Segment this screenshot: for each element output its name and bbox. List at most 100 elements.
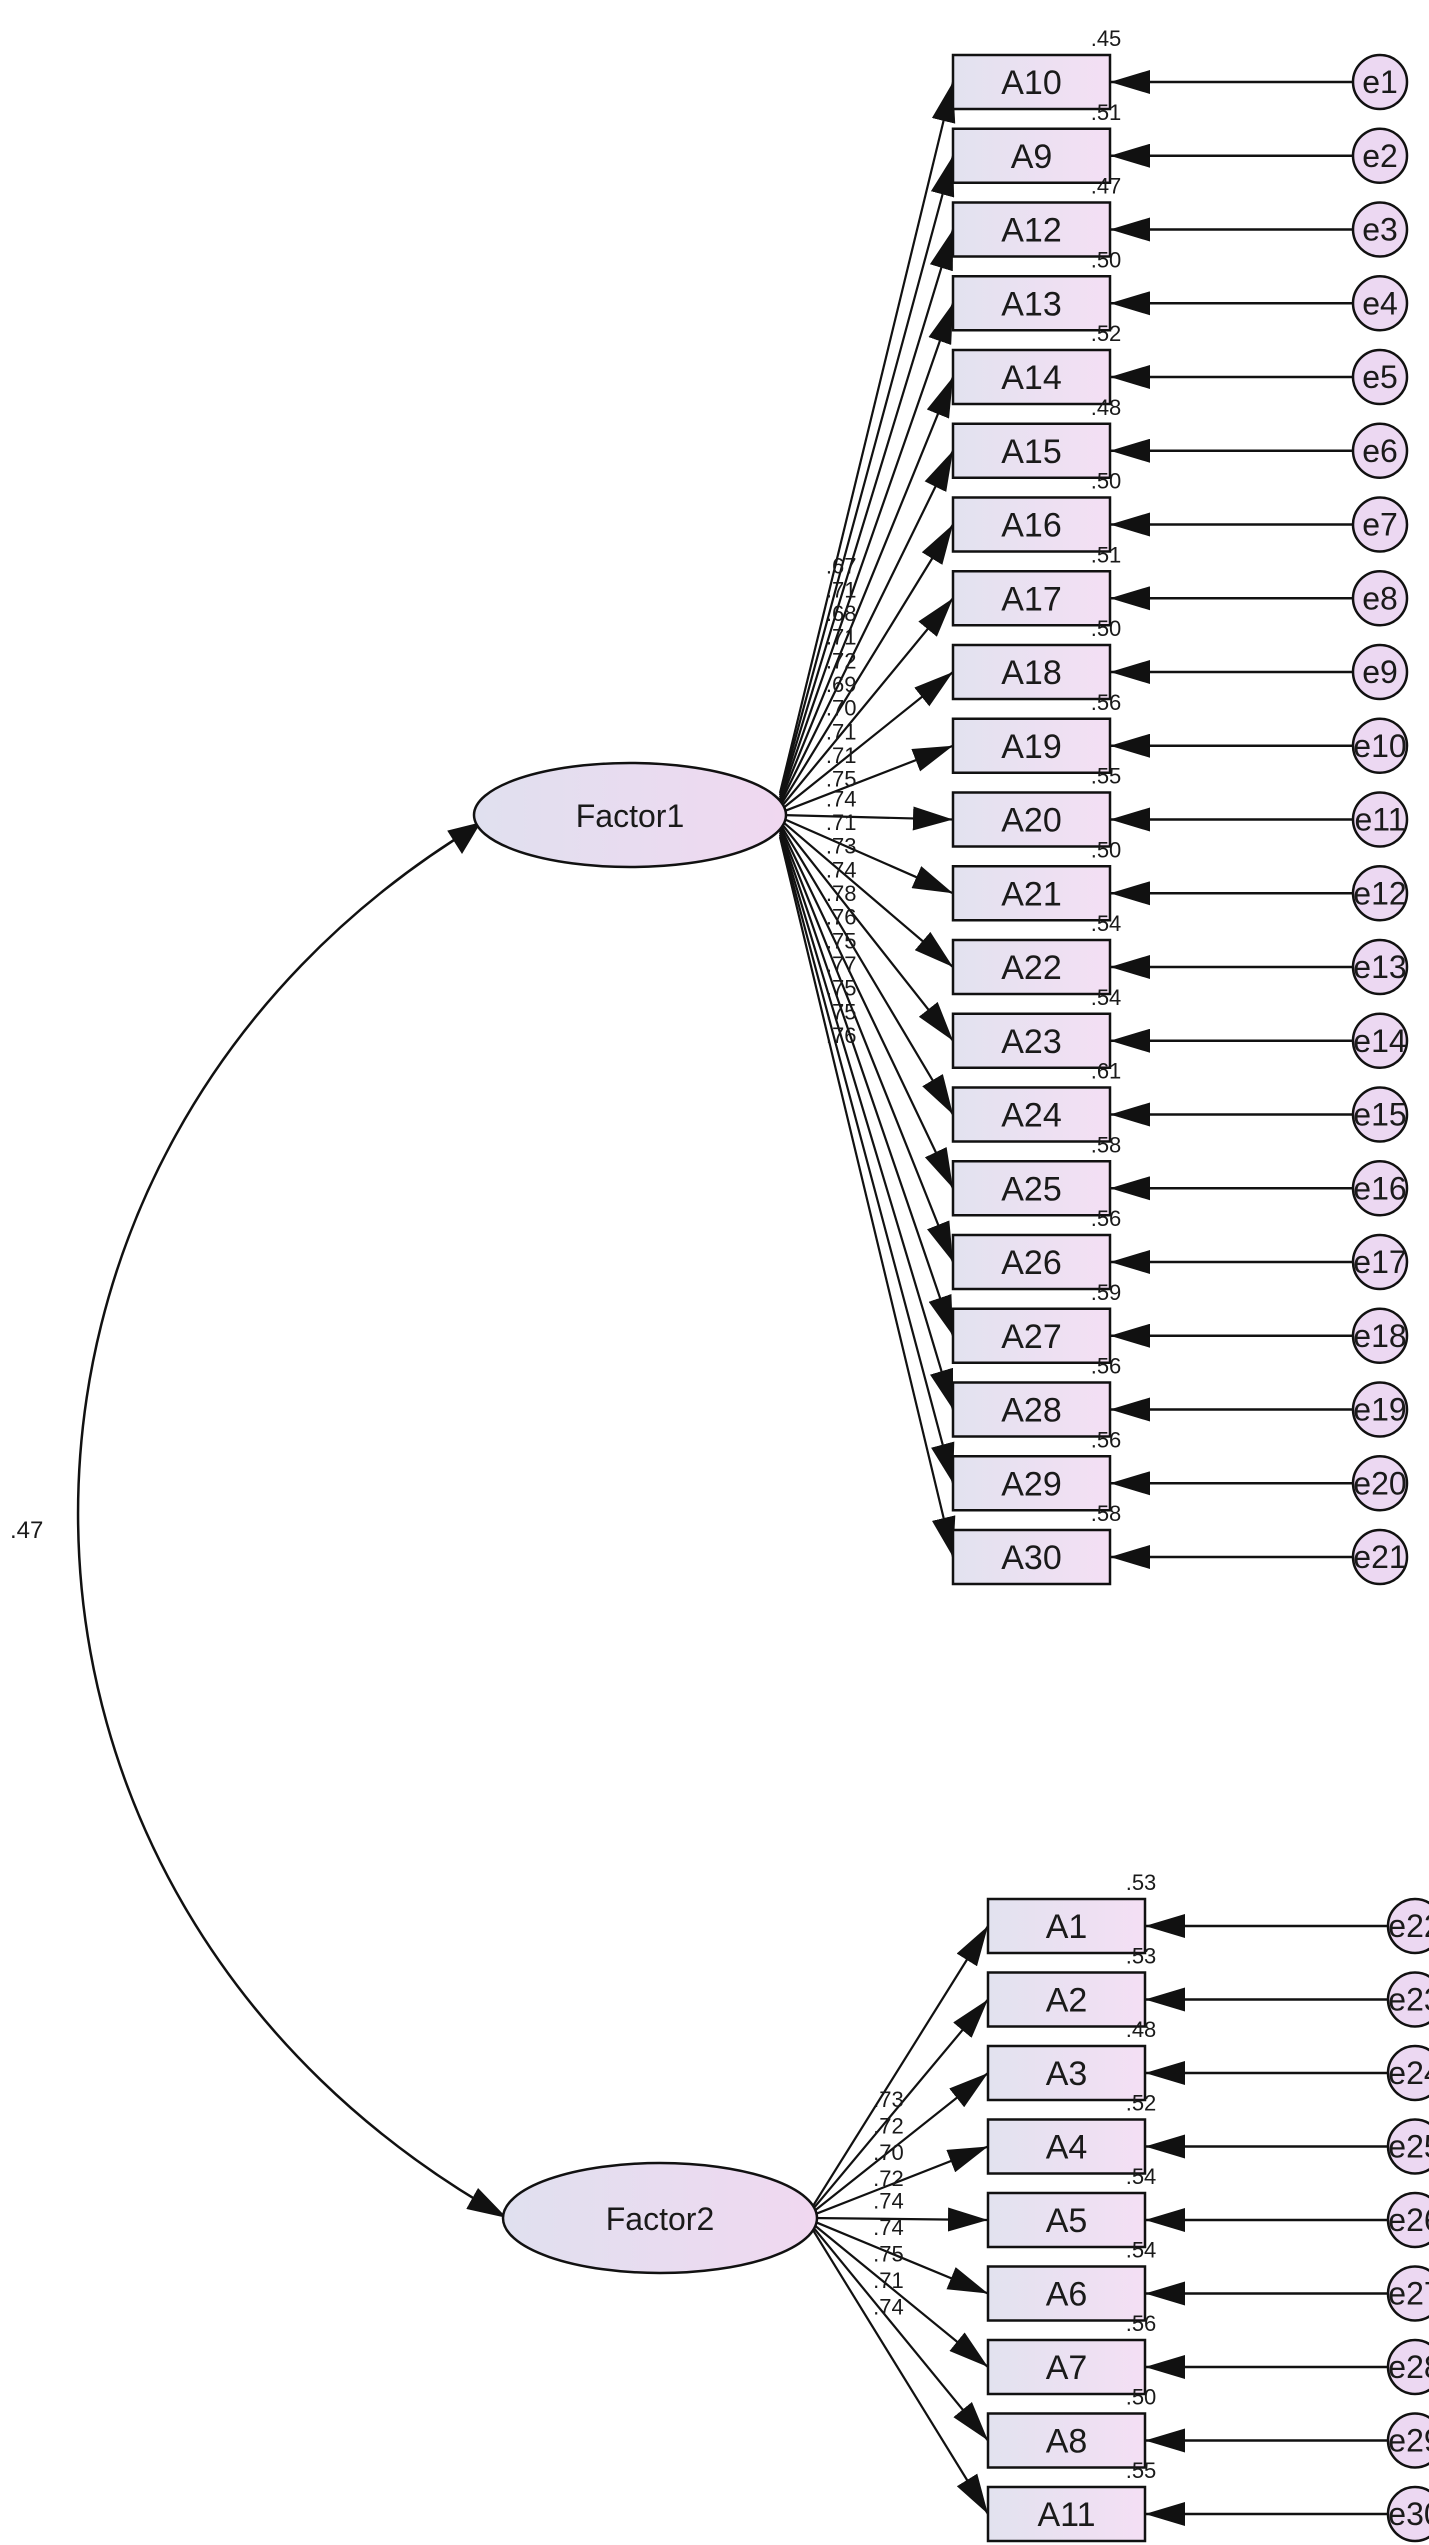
observed-variable-label: A3 bbox=[1046, 2055, 1088, 2093]
error-label: e7 bbox=[1362, 507, 1398, 543]
error-term bbox=[1351, 348, 1409, 406]
loading-label: .74 bbox=[873, 2215, 904, 2240]
r-squared-label: .54 bbox=[1091, 985, 1122, 1010]
loading-label: .69 bbox=[826, 672, 857, 697]
observed-variable-label: A30 bbox=[1001, 1539, 1062, 1577]
loading-path bbox=[778, 827, 955, 1263]
observed-variable-box bbox=[951, 1086, 1112, 1143]
error-label: e19 bbox=[1353, 1392, 1406, 1428]
r-squared-label: .55 bbox=[1091, 764, 1122, 789]
loading-path bbox=[779, 450, 954, 805]
observed-variable-box bbox=[951, 1528, 1112, 1586]
loading-label: .73 bbox=[873, 2087, 904, 2112]
observed-variable-box bbox=[951, 1307, 1112, 1364]
loading-path bbox=[778, 229, 955, 798]
r-squared-label: .54 bbox=[1091, 911, 1122, 936]
loading-path bbox=[810, 2221, 989, 2368]
error-label: e15 bbox=[1353, 1097, 1406, 1133]
r-squared-label: .50 bbox=[1091, 247, 1122, 272]
error-label: e20 bbox=[1353, 1465, 1406, 1501]
loading-label: .71 bbox=[826, 743, 857, 768]
error-term bbox=[1351, 1455, 1409, 1512]
observed-variable-box bbox=[951, 348, 1112, 406]
observed-variable-label: A14 bbox=[1001, 359, 1062, 397]
observed-variable-label: A13 bbox=[1001, 285, 1062, 323]
error-term bbox=[1351, 938, 1409, 996]
r-squared-label: .58 bbox=[1091, 1132, 1122, 1157]
error-term bbox=[1351, 275, 1409, 332]
error-label: e23 bbox=[1388, 1982, 1429, 2018]
observed-variable-label: A29 bbox=[1001, 1465, 1062, 1503]
loading-path bbox=[778, 376, 955, 803]
r-squared-label: .45 bbox=[1091, 26, 1122, 51]
loading-path bbox=[810, 2145, 989, 2217]
observed-variable-label: A15 bbox=[1001, 433, 1062, 471]
loading-path bbox=[779, 818, 954, 968]
error-term bbox=[1386, 2191, 1429, 2249]
observed-variable-label: A18 bbox=[1001, 654, 1062, 692]
loading-label: .78 bbox=[826, 881, 857, 906]
error-term bbox=[1351, 201, 1409, 258]
loading-label: .71 bbox=[826, 719, 857, 744]
error-label: e25 bbox=[1388, 2129, 1429, 2165]
loading-label: .74 bbox=[826, 786, 857, 811]
loading-path bbox=[779, 816, 954, 895]
observed-variable-box bbox=[951, 1012, 1112, 1069]
loading-path bbox=[778, 81, 956, 794]
observed-variable-box bbox=[986, 1971, 1147, 2028]
error-label: e2 bbox=[1362, 138, 1398, 174]
error-term bbox=[1351, 53, 1409, 111]
loading-label: .71 bbox=[873, 2268, 904, 2293]
factor-ellipse bbox=[472, 761, 788, 869]
error-term bbox=[1351, 422, 1409, 479]
loading-path bbox=[779, 823, 954, 1116]
error-term bbox=[1351, 1160, 1409, 1217]
observed-variable-box bbox=[986, 2191, 1147, 2249]
observed-variable-label: A8 bbox=[1046, 2423, 1088, 2461]
loading-path bbox=[779, 825, 954, 1189]
observed-variable-label: A24 bbox=[1001, 1097, 1062, 1135]
r-squared-label: .61 bbox=[1091, 1059, 1122, 1084]
observed-variable-box bbox=[986, 2412, 1147, 2469]
error-term bbox=[1351, 1012, 1409, 1069]
observed-variable-label: A26 bbox=[1001, 1244, 1062, 1282]
error-label: e13 bbox=[1353, 949, 1406, 985]
observed-variable-label: A10 bbox=[1001, 64, 1062, 102]
loading-label: .72 bbox=[873, 2113, 904, 2138]
r-squared-label: .48 bbox=[1091, 395, 1122, 420]
covariance-arrowhead-top bbox=[447, 822, 482, 854]
error-label: e10 bbox=[1353, 728, 1406, 764]
r-squared-label: .54 bbox=[1126, 2238, 1157, 2263]
observed-variable-label: A6 bbox=[1046, 2276, 1088, 2314]
loading-label: .67 bbox=[826, 554, 857, 579]
r-squared-label: .53 bbox=[1126, 1870, 1157, 1895]
loading-path bbox=[810, 1998, 989, 2213]
observed-variable-box bbox=[951, 127, 1112, 184]
loading-label: .75 bbox=[826, 767, 857, 792]
observed-variable-box bbox=[951, 275, 1112, 332]
error-label: e6 bbox=[1362, 433, 1398, 469]
error-label: e27 bbox=[1388, 2276, 1429, 2312]
r-squared-label: .47 bbox=[1091, 174, 1122, 199]
observed-variable-label: A1 bbox=[1046, 1908, 1088, 1946]
loading-label: .71 bbox=[826, 625, 857, 650]
loading-label: .70 bbox=[826, 696, 857, 721]
observed-variable-box bbox=[951, 938, 1112, 996]
r-squared-label: .50 bbox=[1091, 616, 1122, 641]
error-label: e4 bbox=[1362, 285, 1398, 321]
observed-variable-box bbox=[951, 717, 1112, 774]
loading-path bbox=[778, 830, 955, 1337]
error-term bbox=[1386, 2044, 1429, 2102]
observed-variable-box bbox=[986, 1897, 1147, 1955]
error-term bbox=[1351, 1307, 1409, 1364]
factor-ellipse bbox=[501, 2161, 819, 2275]
covariance-arc bbox=[76, 823, 508, 2220]
factor-label: Factor1 bbox=[576, 798, 684, 834]
observed-variable-label: A25 bbox=[1001, 1170, 1062, 1208]
error-term bbox=[1351, 643, 1409, 701]
loading-path bbox=[779, 597, 954, 810]
error-term bbox=[1386, 1971, 1429, 2028]
loading-path bbox=[810, 2226, 989, 2515]
observed-variable-box bbox=[951, 1381, 1112, 1438]
observed-variable-box bbox=[951, 201, 1112, 258]
